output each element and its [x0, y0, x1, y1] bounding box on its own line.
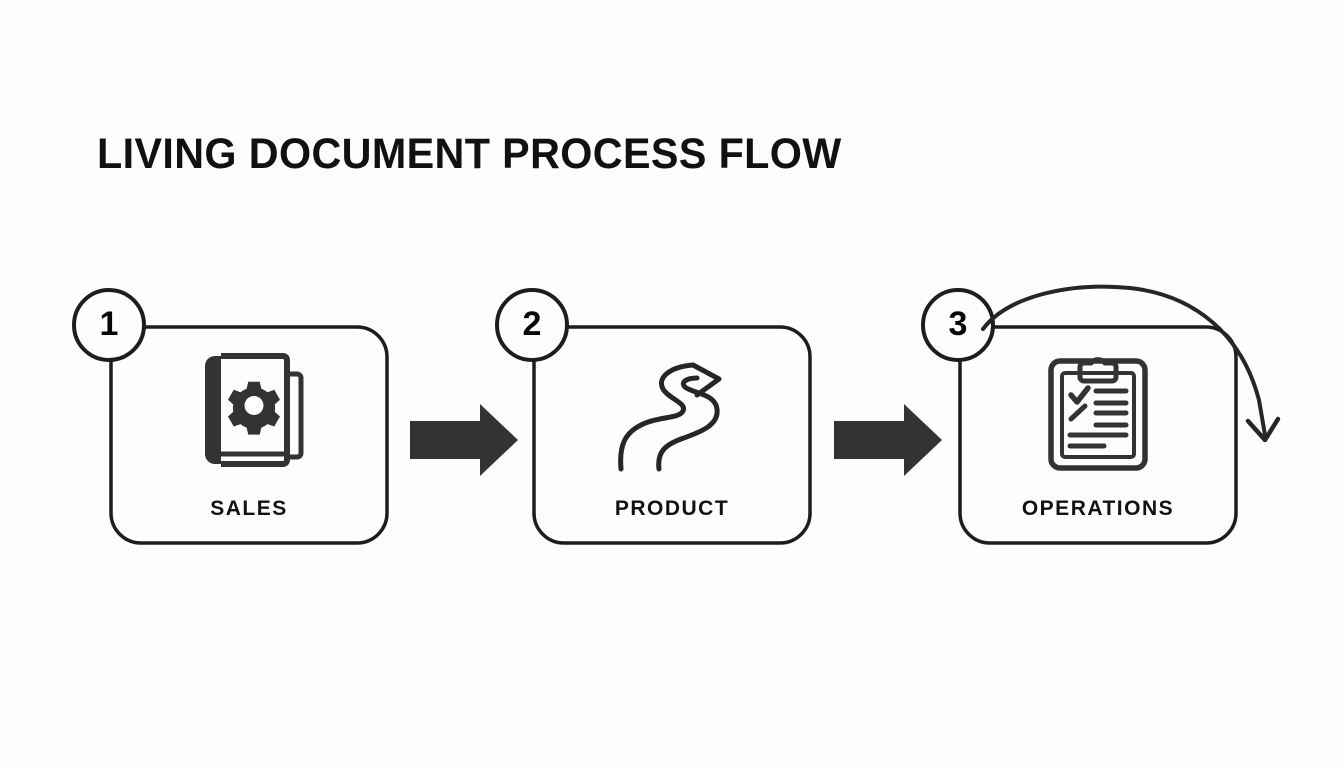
step-label-2: PRODUCT: [614, 497, 730, 520]
step-badge-3: 3: [921, 288, 995, 362]
step-badge-2: 2: [495, 288, 569, 362]
step-card-1[interactable]: 1 SALE: [72, 288, 389, 545]
step-number-2: 2: [522, 305, 542, 343]
page-title: LIVING DOCUMENT PROCESS FLOW: [97, 130, 842, 178]
step-number-3: 3: [948, 305, 968, 343]
step-badge-1: 1: [72, 288, 146, 362]
clipboard-checklist-icon: [958, 345, 1238, 475]
card-outline-2: [532, 325, 812, 545]
step-label-1: SALES: [210, 497, 288, 520]
arrow-product-to-operations: [834, 404, 944, 476]
book-gear-icon: [109, 345, 389, 475]
winding-arrow-icon: [532, 345, 812, 475]
step-number-1: 1: [99, 305, 119, 343]
card-outline-1: [109, 325, 389, 545]
step-card-3[interactable]: 3: [921, 288, 1238, 545]
arrow-sales-to-product: [410, 404, 520, 476]
step-label-3: OPERATIONS: [1021, 497, 1175, 520]
step-card-2[interactable]: 2 PRODUCT: [495, 288, 812, 545]
